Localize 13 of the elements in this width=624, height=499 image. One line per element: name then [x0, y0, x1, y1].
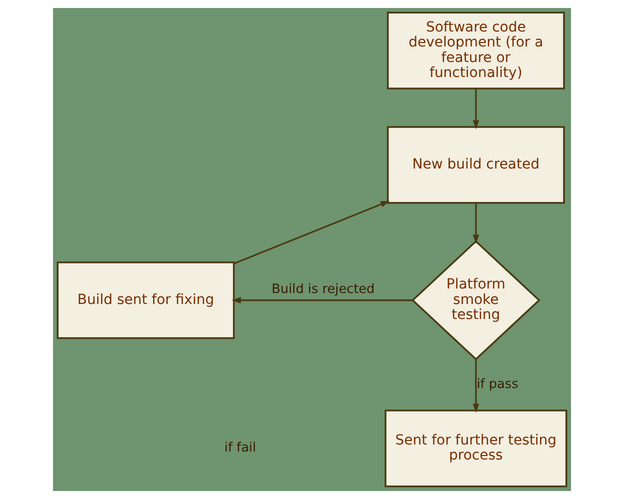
arrow: [472, 359, 480, 413]
node-box: Build sent for fixing: [56, 261, 235, 340]
arrow: [472, 88, 480, 130]
arrow: [234, 200, 390, 264]
arrow: [472, 203, 480, 244]
node-box: New build created: [386, 126, 565, 204]
arrow: [232, 297, 412, 304]
node-box: Sent for further testing process: [384, 410, 568, 488]
node-diamond: Platform smoke testing: [411, 240, 540, 360]
label: if fail: [224, 440, 256, 456]
node-box: Software code development (for a feature or functionality): [386, 12, 565, 90]
edge-label: Build is rejected: [272, 282, 375, 298]
edge-label: if pass: [476, 377, 518, 392]
